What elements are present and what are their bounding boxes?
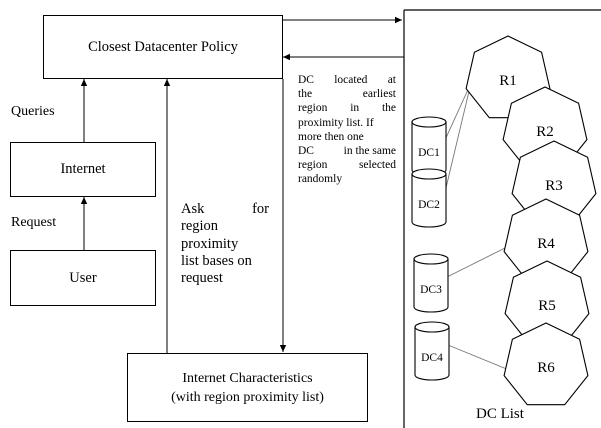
user-box-label: User bbox=[69, 269, 97, 286]
ask-note-word: proximity bbox=[181, 235, 239, 252]
datacenter-dc3-top bbox=[413, 253, 449, 265]
datacenter-dc4-top bbox=[414, 321, 450, 333]
datacenter-dc4-body bbox=[414, 327, 450, 381]
dc-note-line: DC in the same bbox=[298, 144, 396, 158]
datacenter-dc2-label: DC2 bbox=[418, 199, 440, 211]
datacenter-dc2-body bbox=[411, 174, 447, 228]
user-box: User bbox=[10, 250, 156, 306]
ask-note-line: list bases on bbox=[181, 253, 269, 270]
dc-note-word: proximity list. If bbox=[298, 116, 374, 129]
dc-note-line: region selected bbox=[298, 158, 396, 172]
datacenter-dc4-label: DC4 bbox=[421, 352, 443, 364]
dc-note-word: in the same bbox=[343, 145, 396, 158]
region-r1-label: R1 bbox=[499, 73, 517, 89]
ask-note-word: region bbox=[181, 218, 219, 235]
dc-note-word: randomly bbox=[298, 173, 343, 186]
policy-box-label: Closest Datacenter Policy bbox=[88, 38, 238, 55]
dc-note-word: at bbox=[387, 74, 396, 86]
datacenter-dc3-body bbox=[413, 259, 449, 313]
dc-note-word: more then one bbox=[298, 130, 364, 143]
region-r2-label: R2 bbox=[536, 124, 554, 140]
ask-note-line: Ask for bbox=[181, 201, 269, 218]
dc-note-line: DC located at bbox=[298, 73, 396, 87]
dc-note-word: located bbox=[334, 74, 368, 86]
link-dc3-r4 bbox=[446, 245, 510, 278]
dc-note-line: more then one bbox=[298, 130, 396, 144]
link-dc4-r6 bbox=[447, 344, 510, 371]
queries-label: Queries bbox=[11, 104, 55, 119]
region-r6-label: R6 bbox=[537, 360, 555, 376]
datacenter-dc1-top bbox=[411, 116, 447, 128]
policy-box: Closest Datacenter Policy bbox=[43, 15, 283, 79]
dc-note-line: randomly bbox=[298, 172, 396, 186]
ask-note-line: region bbox=[181, 218, 269, 235]
ask-note-word: list bases on bbox=[181, 252, 252, 269]
dc-note-word: in bbox=[350, 102, 360, 115]
region-r3-label: R3 bbox=[545, 178, 563, 194]
ask-note-line: proximity bbox=[181, 236, 269, 253]
dc-list-border bbox=[403, 9, 601, 428]
datacenter-dc1-label: DC1 bbox=[418, 147, 440, 159]
link-dc2-r1 bbox=[444, 82, 472, 193]
dc-note-word: the bbox=[298, 88, 313, 101]
dc-note-line: proximity list. If bbox=[298, 116, 396, 130]
ask-note-word: request bbox=[181, 270, 223, 287]
internet-box: Internet bbox=[10, 142, 156, 197]
internet-box-label: Internet bbox=[60, 161, 106, 177]
dc-note-word: region bbox=[298, 159, 328, 172]
characteristics-box: Internet Characteristics (with region pr… bbox=[127, 353, 368, 422]
dc-note-word: selected bbox=[358, 159, 396, 172]
dc-note-word: region bbox=[298, 102, 328, 115]
ask-note-word: Ask bbox=[181, 201, 205, 217]
dc-note-word: DC bbox=[298, 145, 314, 158]
request-label: Request bbox=[11, 215, 57, 230]
dc-note-word: the bbox=[381, 102, 396, 115]
dc-note-line: region in the bbox=[298, 101, 396, 115]
datacenter-dc3-label: DC3 bbox=[420, 284, 442, 296]
dc-note-word: DC bbox=[298, 74, 314, 86]
characteristics-line1: Internet Characteristics bbox=[182, 370, 313, 386]
link-dc1-r1 bbox=[444, 82, 472, 141]
region-r5-label: R5 bbox=[538, 298, 556, 314]
ask-note-word: for bbox=[252, 201, 269, 217]
region-r6-shape bbox=[503, 322, 589, 406]
datacenter-dc2-top bbox=[411, 168, 447, 180]
region-r4-label: R4 bbox=[537, 236, 555, 252]
ask-note-line: request bbox=[181, 270, 269, 287]
dc-note-line: the earliest bbox=[298, 87, 396, 101]
dc-note-word: earliest bbox=[362, 88, 396, 101]
dc-list-title: DC List bbox=[476, 406, 524, 422]
characteristics-line2: (with region proximity list) bbox=[171, 389, 324, 405]
